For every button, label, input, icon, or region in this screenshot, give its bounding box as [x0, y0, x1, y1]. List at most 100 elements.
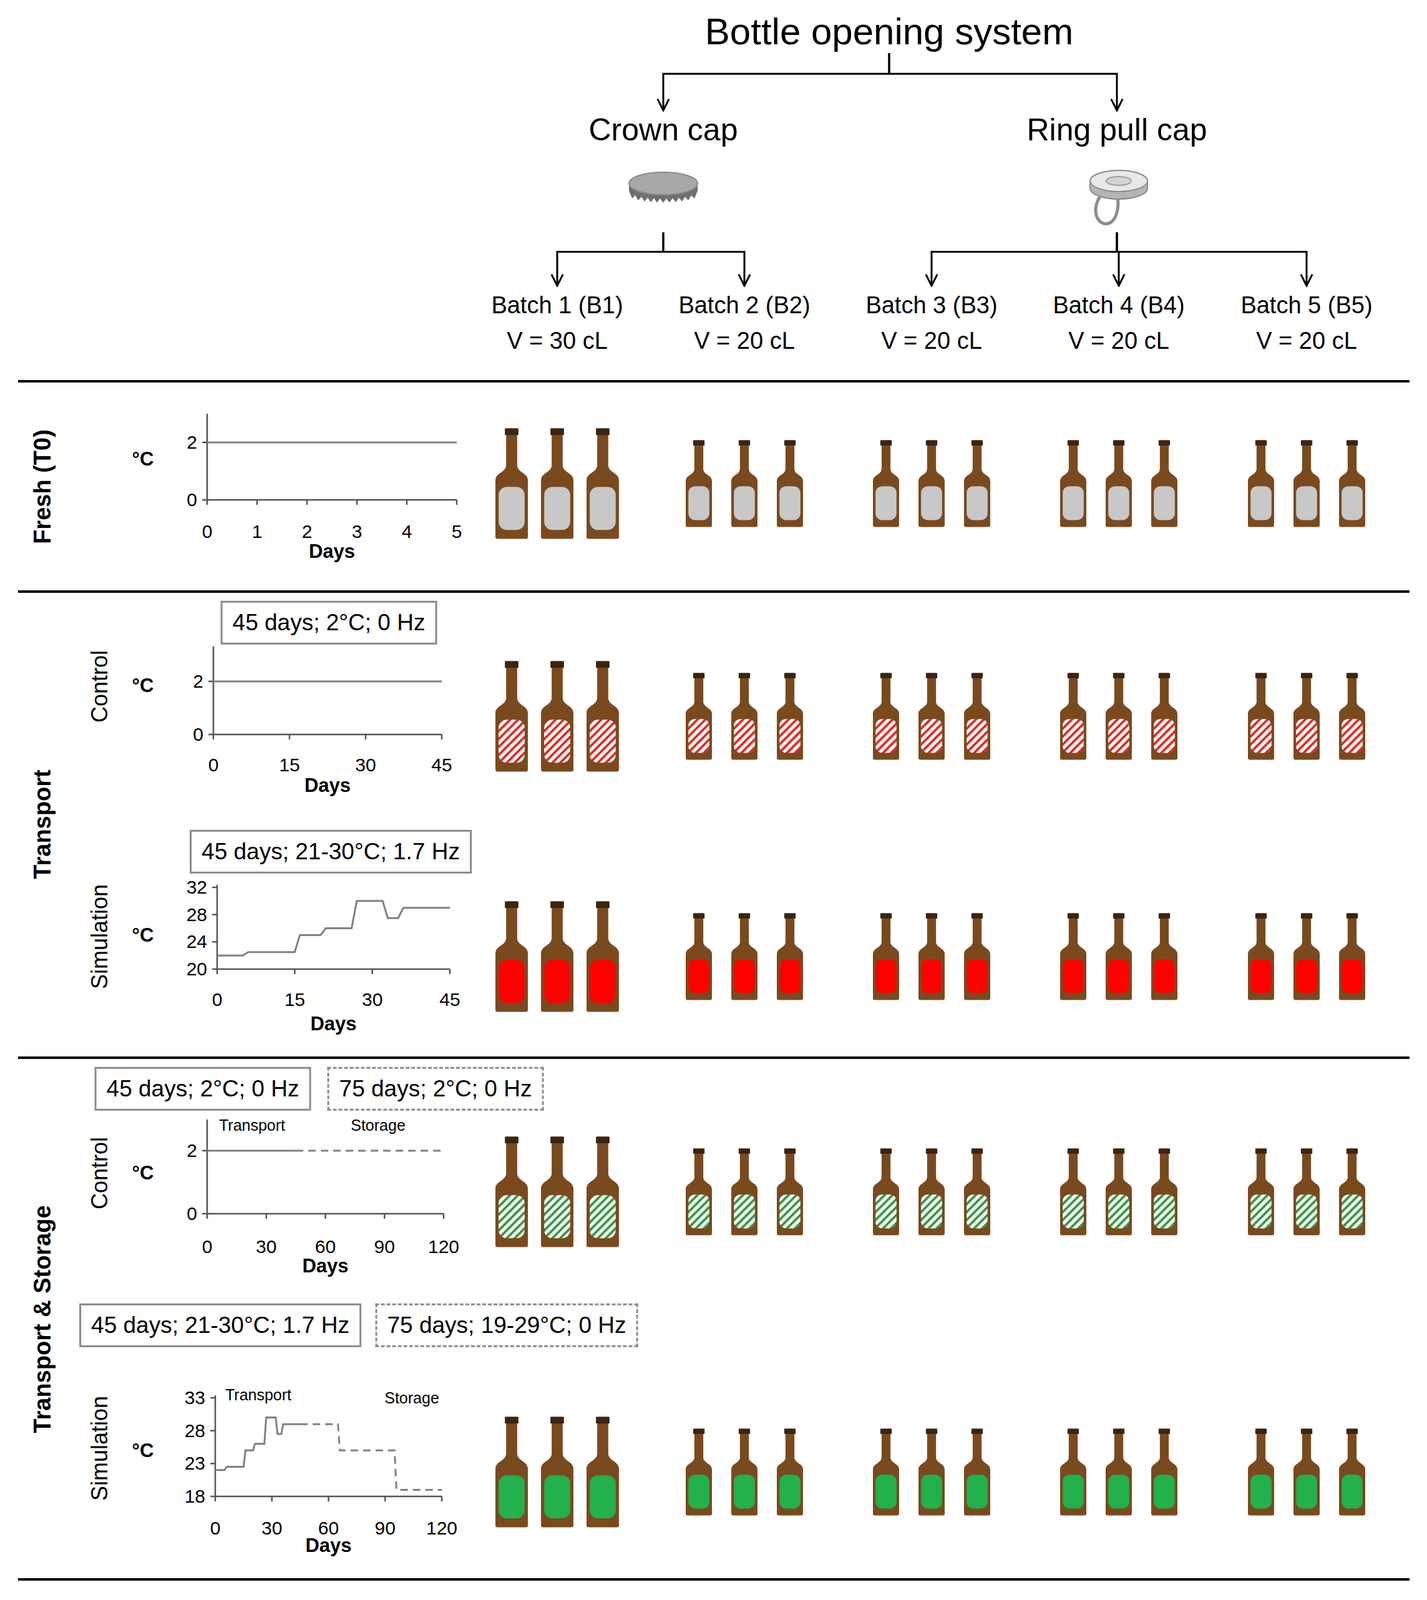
axis-unit: °C	[132, 1161, 155, 1185]
temperature-chart	[202, 413, 457, 505]
bottle-icon	[964, 1428, 991, 1516]
bottle-icon	[1247, 1148, 1275, 1236]
bottle-icon	[540, 1136, 574, 1248]
tick-label: 28	[184, 1419, 206, 1442]
bottle-icon	[1247, 440, 1275, 528]
bottle-icon	[872, 913, 900, 1001]
condition-box-dashed: 75 days; 2°C; 0 Hz	[327, 1066, 545, 1111]
bottle-icon	[731, 673, 758, 760]
ring-pull-cap-icon	[1090, 170, 1148, 225]
branch-arrow	[1116, 232, 1307, 287]
node-text: 45 days; 2°C; 0 Hz	[232, 608, 426, 637]
node-text: V = 20 cL	[1052, 323, 1185, 359]
bottle-icon	[1293, 1428, 1320, 1516]
bottle-icon	[918, 440, 945, 528]
tick-label: 28	[186, 903, 208, 926]
bottle-icon	[964, 913, 991, 1001]
bottle-icon	[586, 661, 619, 772]
tick-label: 30	[255, 1236, 277, 1258]
bottle-icon	[918, 1148, 945, 1236]
tick-label: 45	[431, 754, 452, 777]
tick-label: 18	[184, 1485, 206, 1508]
tick-label: 4	[401, 521, 413, 543]
tick-label: 2	[186, 1139, 198, 1162]
node-text: V = 20 cL	[1240, 323, 1373, 359]
node-text: Batch 1 (B1)	[491, 287, 623, 324]
temperature-chart	[212, 884, 450, 975]
node-text: Batch 5 (B5)	[1240, 287, 1373, 324]
tick-label: 30	[361, 988, 383, 1011]
bottle-icon	[1293, 673, 1320, 760]
phase-label: Storage	[350, 1116, 406, 1135]
tick-label: 15	[278, 754, 300, 777]
node-text: Bottle opening system	[705, 9, 1074, 54]
tick-label: 2	[301, 521, 313, 543]
tick-label: 0	[202, 1236, 213, 1258]
temperature-chart	[210, 1395, 442, 1502]
row-label: Transport	[29, 769, 57, 879]
bottle-icon	[1060, 913, 1087, 1001]
axis-unit: °C	[132, 674, 155, 697]
heading-node: Bottle opening system	[705, 9, 1074, 54]
bottle-icon	[495, 1136, 528, 1248]
crown-cap-icon	[628, 172, 698, 203]
bottle-icon	[731, 1428, 758, 1516]
bottle-icon	[495, 1417, 528, 1528]
bottle-icon	[776, 440, 804, 528]
tick-label: 24	[186, 930, 208, 953]
bottle-icon	[685, 1428, 712, 1516]
node-text: Crown cap	[589, 112, 739, 149]
bottle-icon	[540, 901, 574, 1013]
bottle-icon	[1105, 440, 1132, 528]
bottle-icon	[1339, 1148, 1366, 1236]
tick-label: 120	[428, 1236, 460, 1258]
bottle-icon	[1293, 440, 1320, 528]
bottle-icon	[685, 673, 712, 760]
batch-label: Batch 3 (B3)V = 20 cL	[865, 287, 998, 359]
batch-label: Batch 5 (B5)V = 20 cL	[1240, 287, 1373, 359]
node-text: V = 30 cL	[491, 323, 623, 359]
bottle-icon	[776, 673, 804, 760]
bottle-icon	[731, 1148, 758, 1236]
axis-title: Days	[308, 540, 356, 563]
axis-unit: °C	[132, 1439, 155, 1462]
bottle-icon	[1151, 913, 1178, 1001]
bottle-icon	[776, 913, 804, 1001]
batch-label: Batch 1 (B1)V = 30 cL	[491, 287, 623, 359]
bottle-icon	[685, 440, 712, 528]
tick-label: 0	[208, 754, 220, 777]
axis-title: Days	[304, 774, 351, 797]
node-text: 45 days; 2°C; 0 Hz	[106, 1075, 300, 1103]
bottle-icon	[1151, 673, 1178, 760]
bottle-icon	[872, 1428, 900, 1516]
node-text: 75 days; 19-29°C; 0 Hz	[387, 1311, 627, 1340]
phase-label: Transport	[219, 1116, 286, 1135]
closure-type: Crown cap	[589, 112, 739, 233]
node-text: Batch 2 (B2)	[678, 287, 810, 324]
condition-box: 45 days; 21-30°C; 1.7 Hz	[79, 1303, 362, 1348]
bottle-icon	[872, 440, 900, 528]
condition-box-dashed: 75 days; 19-29°C; 0 Hz	[375, 1303, 639, 1348]
bottle-icon	[964, 440, 991, 528]
bottle-icon	[872, 673, 900, 760]
phase-label: Storage	[384, 1388, 440, 1408]
node-text: Batch 4 (B4)	[1052, 287, 1185, 324]
tick-label: 0	[192, 723, 204, 746]
bottle-icon	[1151, 1148, 1178, 1236]
bottle-icon	[586, 428, 619, 540]
bottle-icon	[495, 901, 528, 1013]
branch-arrow	[889, 53, 1117, 111]
tick-label: 5	[451, 521, 463, 543]
row-sublabel: Control	[86, 650, 113, 723]
tick-label: 23	[184, 1452, 206, 1475]
tick-label: 0	[202, 521, 213, 543]
row-label: Transport & Storage	[29, 1204, 57, 1433]
bottle-icon	[918, 673, 945, 760]
node-text: 75 days; 2°C; 0 Hz	[339, 1075, 533, 1103]
bottle-icon	[1105, 1148, 1132, 1236]
bottle-icon	[1339, 913, 1366, 1001]
axis-unit: °C	[132, 924, 155, 947]
batch-label: Batch 4 (B4)V = 20 cL	[1052, 287, 1185, 359]
tick-label: 15	[284, 988, 306, 1011]
